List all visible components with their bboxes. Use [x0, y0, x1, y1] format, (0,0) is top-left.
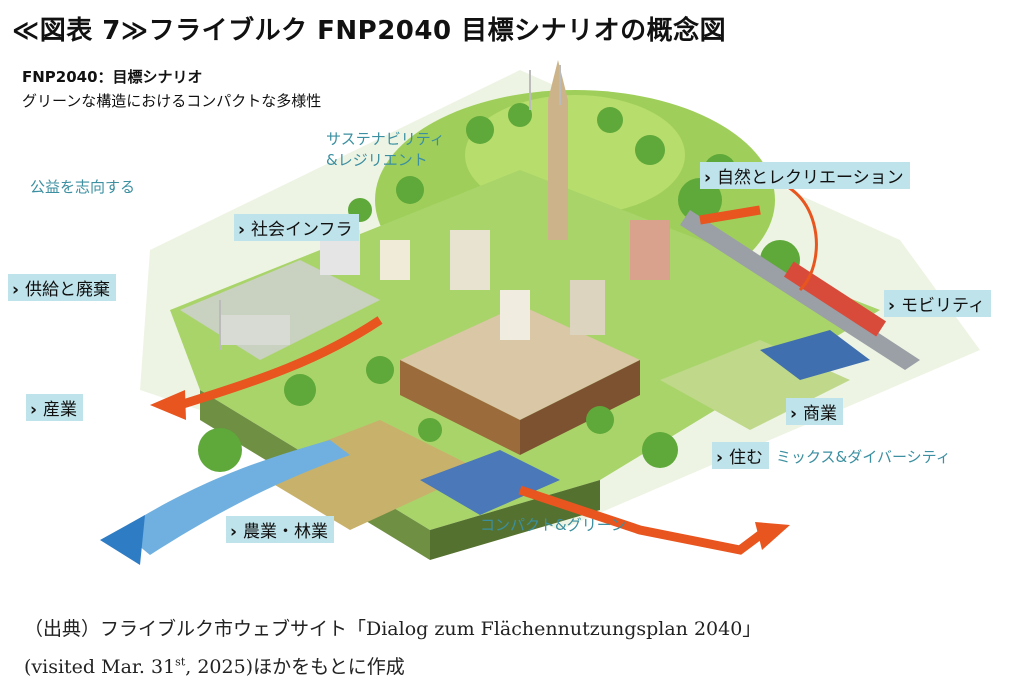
- caption-line2-post: , 2025)ほかをもとに作成: [185, 656, 405, 678]
- chevron-right-icon: ›: [888, 296, 896, 316]
- source-caption-line2: (visited Mar. 31st, 2025)ほかをもとに作成: [24, 652, 405, 679]
- label-mobility: ›モビリティ: [884, 290, 991, 317]
- wind-turbines: [219, 65, 561, 350]
- label-mix-diversity: ミックス&ダイバーシティ: [776, 448, 951, 466]
- label-agri-forest-text: 農業・林業: [243, 522, 329, 542]
- path-arrow-left-head: [150, 390, 186, 420]
- label-living-text: 住む: [729, 448, 764, 468]
- farmland: [250, 420, 480, 530]
- chevron-right-icon: ›: [716, 448, 724, 468]
- label-compact-green: コンパクト&グリーン: [480, 516, 626, 534]
- label-commerce-text: 商業: [803, 404, 838, 424]
- label-sustainability: サステナビリティ &レジリエント: [326, 128, 445, 170]
- label-social-infra: ›社会インフラ: [234, 214, 359, 241]
- chevron-right-icon: ›: [30, 400, 38, 420]
- label-agri-forest: ›農業・林業: [226, 516, 335, 543]
- building: [220, 315, 290, 345]
- label-industry-text: 産業: [43, 400, 78, 420]
- chevron-right-icon: ›: [704, 168, 712, 188]
- building: [570, 280, 605, 335]
- central-block-left: [400, 360, 520, 455]
- caption-line2-sup: st: [175, 655, 186, 669]
- figure-title: ≪図表 7≫フライブルク FNP2040 目標シナリオの概念図: [12, 16, 727, 46]
- river-arrow-head: [100, 515, 145, 565]
- label-sustainability-line2: &レジリエント: [326, 151, 428, 169]
- solar-array-right: [760, 330, 870, 380]
- label-sustainability-line1: サステナビリティ: [326, 130, 445, 148]
- central-block-right: [520, 360, 640, 455]
- label-industry: ›産業: [26, 394, 84, 421]
- label-commerce: ›商業: [786, 398, 844, 425]
- chevron-right-icon: ›: [238, 220, 246, 240]
- path-arrow-left: [178, 316, 383, 410]
- path-arrow-bottom: [518, 485, 763, 555]
- path-arrow-right: [699, 205, 761, 225]
- chevron-right-icon: ›: [790, 404, 798, 424]
- label-nature-recreation-text: 自然とレクリエーション: [717, 168, 904, 188]
- scenario-heading: FNP2040：目標シナリオ: [22, 68, 203, 86]
- source-caption-line1: （出典）フライブルク市ウェブサイト「Dialog zum Flächennutz…: [24, 618, 762, 640]
- church-spire: [548, 60, 568, 240]
- chevron-right-icon: ›: [12, 280, 20, 300]
- label-mobility-text: モビリティ: [901, 296, 985, 316]
- label-social-infra-text: 社会インフラ: [251, 220, 353, 240]
- building: [500, 290, 530, 340]
- building: [450, 230, 490, 290]
- caption-line2-pre: (visited Mar. 31: [24, 656, 176, 678]
- path-arrow-bottom-head: [755, 522, 790, 550]
- scenario-subheading: グリーンな構造におけるコンパクトな多様性: [22, 92, 322, 110]
- label-supply-disposal-text: 供給と廃棄: [25, 280, 111, 300]
- building: [630, 220, 670, 280]
- label-nature-recreation: ›自然とレクリエーション: [700, 162, 910, 189]
- label-supply-disposal: ›供給と廃棄: [8, 274, 117, 301]
- building: [380, 240, 410, 280]
- trees: [198, 103, 800, 472]
- solar-field: [420, 450, 560, 515]
- river: [120, 440, 350, 555]
- chevron-right-icon: ›: [230, 522, 238, 542]
- label-public-interest: 公益を志向する: [30, 178, 136, 196]
- label-living: ›住む: [712, 442, 770, 469]
- train: [783, 261, 887, 337]
